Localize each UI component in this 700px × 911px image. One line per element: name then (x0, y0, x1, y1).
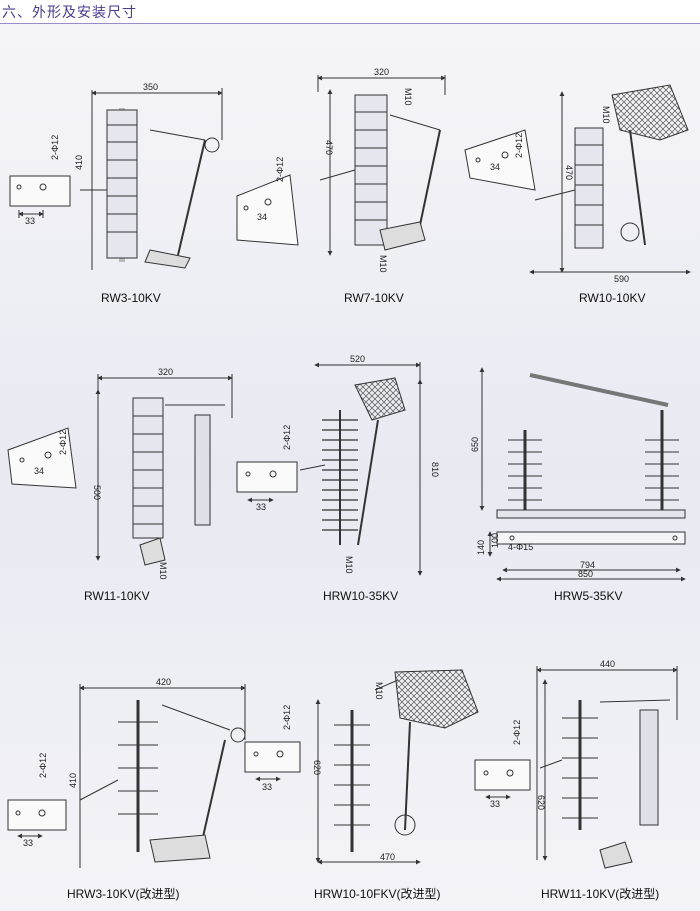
dim-420: 420 (156, 677, 171, 687)
dim-500: 500 (92, 485, 102, 500)
dim-320: 320 (374, 67, 389, 77)
dim-620: 620 (312, 760, 322, 775)
dim-33: 33 (490, 799, 500, 809)
dim-2-phi12: 2-Φ12 (38, 753, 48, 778)
dim-2-phi12: 2-Φ12 (50, 135, 60, 160)
dim-2-phi12: 2-Φ12 (282, 425, 292, 450)
caption-rw7-10kv: RW7-10KV (344, 291, 404, 305)
dim-33: 33 (256, 502, 266, 512)
dim-794: 794 (580, 560, 595, 570)
dim-34: 34 (490, 162, 500, 172)
dim-m10-bottom: M10 (378, 255, 388, 273)
caption-rw3-10kv: RW3-10KV (101, 291, 161, 305)
dim-33: 33 (25, 216, 35, 226)
dim-650: 650 (470, 437, 480, 452)
drawing-hrw11-10kv-improved (474, 666, 678, 869)
section-header: 六、外形及安装尺寸 (0, 0, 700, 24)
dim-100: 100 (490, 533, 500, 548)
drawing-hrw5-35kv (479, 367, 686, 582)
header-divider (0, 23, 700, 24)
dim-410: 410 (68, 773, 78, 788)
dim-m10-top: M10 (403, 88, 413, 106)
caption-hrw11-10kv-improved: HRW11-10KV(改进型) (541, 887, 660, 901)
dim-850: 850 (578, 569, 593, 579)
dim-470: 470 (564, 165, 574, 180)
dim-34: 34 (257, 212, 267, 222)
dim-33: 33 (23, 838, 33, 848)
dim-34: 34 (34, 466, 44, 476)
dim-140: 140 (476, 540, 486, 555)
drawing-rw11-10kv (7, 374, 233, 566)
dim-2-phi12: 2-Φ12 (282, 705, 292, 730)
dim-470: 470 (380, 852, 395, 862)
dim-620: 620 (536, 795, 546, 810)
dim-2-phi12: 2-Φ12 (514, 133, 524, 158)
caption-hrw5-35kv: HRW5-35KV (554, 589, 623, 603)
dim-320: 320 (158, 367, 173, 377)
dim-440: 440 (600, 659, 615, 669)
caption-rw10-10kv: RW10-10KV (579, 291, 646, 305)
drawing-rw3-10kv (9, 88, 223, 270)
drawing-rw7-10kv (236, 75, 446, 256)
caption-hrw10-10fkv-improved: HRW10-10FKV(改进型) (314, 887, 441, 901)
caption-hrw10-35kv: HRW10-35KV (323, 589, 399, 603)
caption-hrw3-10kv-improved: HRW3-10KV(改进型) (67, 887, 180, 901)
dim-410: 410 (74, 155, 84, 170)
dim-33: 33 (262, 782, 272, 792)
dim-2-phi12: 2-Φ12 (512, 720, 522, 745)
caption-rw11-10kv: RW11-10KV (84, 589, 150, 603)
dim-2-phi12: 2-Φ12 (58, 430, 68, 455)
dim-m10: M10 (344, 556, 354, 574)
dim-350: 350 (143, 82, 158, 92)
dim-590: 590 (614, 274, 629, 284)
dim-m10: M10 (601, 106, 611, 124)
dim-470: 470 (324, 140, 334, 155)
dim-m10: M10 (158, 562, 168, 580)
dim-4-phi15: 4-Φ15 (508, 542, 533, 552)
dim-2-phi12: 2-Φ12 (275, 157, 285, 182)
dim-m10: M10 (374, 682, 384, 700)
drawing-hrw10-35kv (236, 362, 423, 576)
section-title: 六、外形及安装尺寸 (2, 5, 137, 21)
drawing-hrw10-10fkv-improved (244, 669, 479, 865)
drawing-hrw3-10kv-improved (7, 684, 246, 868)
drawing-rw10-10kv (464, 84, 691, 275)
dim-810: 810 (430, 462, 440, 477)
dim-520: 520 (350, 354, 365, 364)
